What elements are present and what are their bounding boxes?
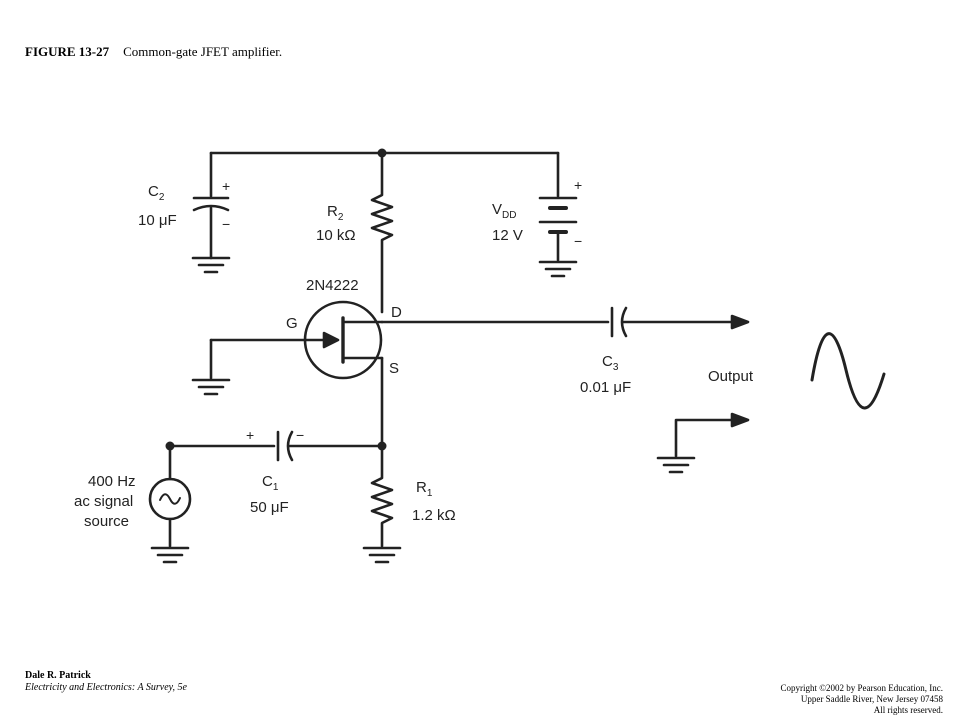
r1-resistor xyxy=(370,444,394,548)
r2-value: 10 kΩ xyxy=(316,227,356,244)
c1-value: 50 μF xyxy=(250,499,289,516)
source-ground-symbol xyxy=(150,546,190,564)
r2-label: R2 xyxy=(327,203,344,223)
output-arrow-bottom xyxy=(730,412,750,428)
vdd-value: 12 V xyxy=(492,227,523,244)
footer-author: Dale R. Patrick xyxy=(25,670,91,681)
jfet-drain-label: D xyxy=(391,304,402,321)
copyright-line-3: All rights reserved. xyxy=(873,705,943,715)
figure-number: FIGURE 13-27 xyxy=(25,44,110,59)
c2-label: C2 xyxy=(148,183,165,203)
signal-source-line3: source xyxy=(84,513,129,530)
r1-label: R1 xyxy=(416,479,433,499)
output-arrow-top xyxy=(730,314,750,330)
c1-plus: + xyxy=(246,427,254,443)
sine-glyph xyxy=(159,493,181,505)
c2-plus: + xyxy=(222,178,230,194)
vdd-plus: + xyxy=(574,177,582,193)
c2-plate-bottom xyxy=(192,204,230,212)
vdd-label: VDD xyxy=(492,201,516,221)
jfet-part-number: 2N4222 xyxy=(306,277,359,294)
jfet-gate-label: G xyxy=(286,315,298,332)
footer-attribution: Dale R. Patrick Electricity and Electron… xyxy=(25,670,187,694)
gate-ground-symbol xyxy=(191,378,231,396)
vdd-ground-symbol xyxy=(538,260,578,278)
c1-minus: − xyxy=(296,427,304,443)
copyright-line-1: Copyright ©2002 by Pearson Education, In… xyxy=(780,683,943,693)
r2-resistor xyxy=(370,151,394,314)
footer-copyright: Copyright ©2002 by Pearson Education, In… xyxy=(780,683,943,716)
vdd-minus: − xyxy=(574,233,582,249)
signal-source-line1: 400 Hz xyxy=(88,473,136,490)
c2-minus: − xyxy=(222,216,230,232)
r1-value: 1.2 kΩ xyxy=(412,507,456,524)
c3-label: C3 xyxy=(602,353,619,373)
r1-ground-symbol xyxy=(362,546,402,564)
jfet-source-label: S xyxy=(389,360,399,377)
output-sine-wave xyxy=(810,332,886,410)
copyright-line-2: Upper Saddle River, New Jersey 07458 xyxy=(800,694,943,704)
output-label: Output xyxy=(708,368,754,385)
footer-book-title: Electricity and Electronics: A Survey, 5… xyxy=(25,682,187,693)
jfet-gate-arrow xyxy=(322,331,340,349)
output-ground-symbol xyxy=(656,456,696,474)
c1-plate-right xyxy=(286,430,294,462)
vdd-battery-symbol xyxy=(538,196,578,234)
signal-source-line2: ac signal xyxy=(74,493,133,510)
c2-value: 10 μF xyxy=(138,212,177,229)
c3-value: 0.01 μF xyxy=(580,379,631,396)
c1-label: C1 xyxy=(262,473,279,493)
c2-ground-symbol xyxy=(191,256,231,274)
output-reference-wire xyxy=(674,418,744,458)
figure-caption: Common-gate JFET amplifier. xyxy=(123,44,283,59)
c3-plate-right xyxy=(620,306,628,338)
figure-title: FIGURE 13-27 Common-gate JFET amplifier. xyxy=(25,44,282,60)
